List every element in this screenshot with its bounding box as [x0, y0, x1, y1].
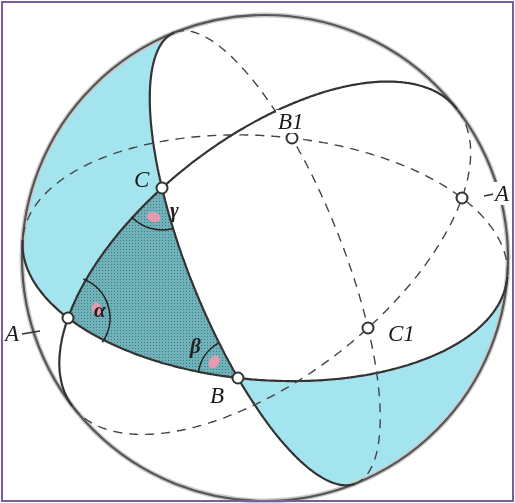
angle-label: α [92, 300, 108, 321]
hidden-arc [175, 31, 380, 484]
sphere-outline [22, 15, 508, 501]
sphere-halo [22, 15, 508, 501]
great-circle [150, 33, 355, 486]
angle-label: γ [168, 200, 181, 221]
hidden-arc [73, 110, 471, 435]
vertex-label: C1 [386, 322, 417, 345]
vertex-point [157, 183, 168, 194]
vertex-point [287, 133, 298, 144]
vertex-point [233, 373, 244, 384]
great-circle [59, 82, 457, 407]
angle-mark [145, 210, 161, 224]
vertex-label: A [3, 322, 21, 345]
leader-line [22, 331, 40, 334]
hidden-arc [23, 135, 508, 276]
angle-mark [206, 353, 222, 370]
angle-label: β [188, 336, 203, 357]
vertex-label: C [132, 168, 151, 191]
vertex-label: B [208, 384, 226, 407]
vertex-point [363, 323, 374, 334]
vertex-point [63, 313, 74, 324]
great-circle [23, 240, 508, 381]
vertex-label: B1 [276, 110, 306, 133]
vertex-label: A [493, 182, 511, 205]
vertex-point [457, 193, 468, 204]
angle-arc [83, 279, 110, 342]
